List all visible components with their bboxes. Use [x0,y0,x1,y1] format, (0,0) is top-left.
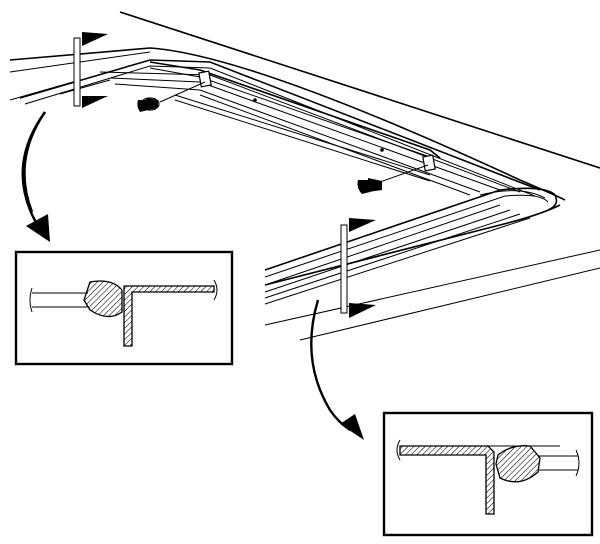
screw-left [137,81,206,112]
retainer-strip [149,61,441,182]
detail-view-right [382,411,594,537]
section-marker-left [73,32,108,108]
detail-view-left [14,250,234,366]
screw-right [357,164,429,194]
detail-arrow-right [310,299,364,440]
detail-arrow-left [21,111,50,242]
section-marker-right [340,218,376,318]
molding-channel-front [264,187,558,305]
roof-panel [9,11,600,341]
